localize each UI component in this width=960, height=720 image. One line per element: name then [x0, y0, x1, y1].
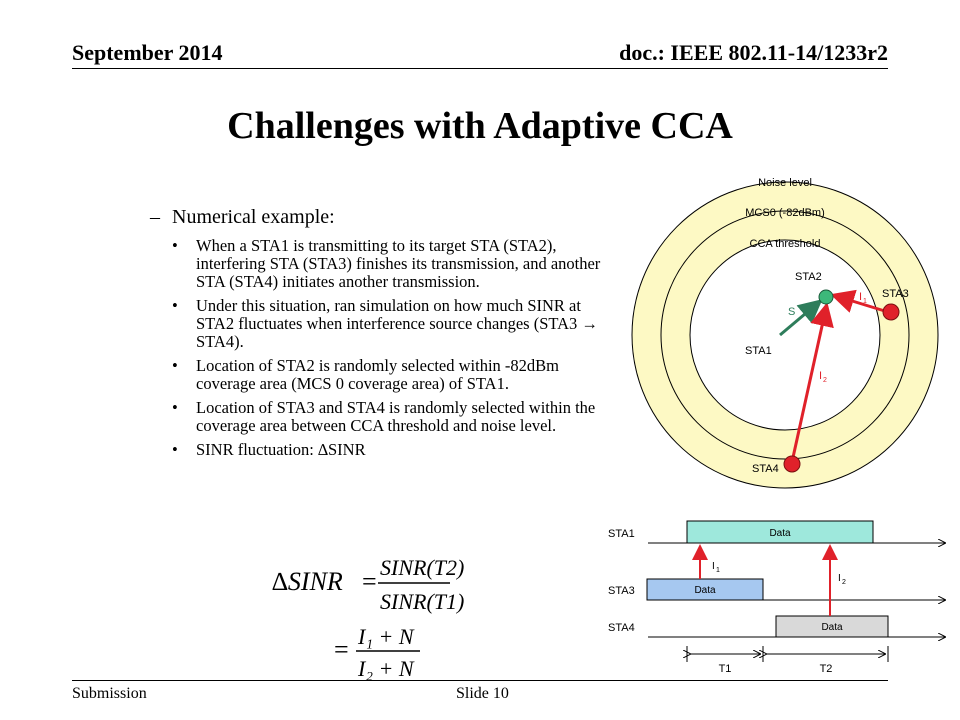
footer-submission: Submission: [72, 685, 147, 702]
i2-label: I: [819, 370, 822, 382]
header-doc-id: doc.: IEEE 802.11-14/1233r2: [619, 40, 888, 65]
interference-arrow-i2: [790, 302, 834, 463]
bullet-item: •When a STA1 is transmitting to its targ…: [172, 236, 601, 291]
sta1-data-block: [686, 520, 874, 544]
i2-subscript: 2: [842, 579, 846, 586]
sta3-data-block: [646, 578, 764, 601]
sta3-label: STA3: [882, 288, 909, 300]
sta2-node: [818, 289, 834, 305]
i1-subscript: 1: [863, 298, 867, 305]
i1-label: I: [712, 561, 715, 572]
equation-lhs: ∆SINR: [272, 567, 343, 596]
sub-bullet-label: Numerical example:: [172, 206, 335, 228]
noise-level-label: Noise level: [758, 177, 812, 189]
i2-label: I: [838, 573, 841, 584]
slide-number: Slide 10: [456, 685, 509, 702]
equation-equals: =: [334, 635, 349, 664]
footer-rule: [72, 680, 888, 681]
sta4-data-block: [775, 615, 889, 638]
equation-equals: =: [362, 567, 377, 596]
interference-arrow-i1: [830, 289, 889, 314]
equation-numerator-1: SINR(T2): [380, 555, 464, 580]
i1-subscript: 1: [716, 567, 720, 574]
t1-label: T1: [719, 663, 732, 675]
timing-diagram: STA1 STA3 STA4 Data Data Data I 1 I 2 T1…: [608, 520, 955, 675]
equation-numerator-2: I₁ + N: [357, 624, 415, 649]
sub-bullet: –Numerical example:: [150, 206, 620, 229]
signal-label: S: [788, 306, 795, 318]
i2-subscript: 2: [823, 377, 827, 384]
sta4-label: STA4: [752, 463, 779, 475]
header-rule: [72, 68, 888, 69]
sta2-label: STA2: [795, 271, 822, 283]
coverage-ring-diagram: Noise level MCS0 (-82dBm) CCA threshold …: [631, 177, 939, 489]
bullet-item: •SINR fluctuation: ∆SINR: [172, 440, 366, 459]
bullet-item: •Location of STA2 is randomly selected w…: [172, 356, 559, 393]
data-block-label: Data: [694, 585, 716, 596]
equation-denominator-2: I₂ + N: [357, 656, 415, 681]
sub-bullet-marker: –: [150, 206, 160, 228]
sta4-node: [783, 455, 801, 473]
data-block-label: Data: [821, 622, 843, 633]
header-date: September 2014: [72, 40, 223, 65]
timeline-row-label: STA4: [608, 622, 635, 634]
bullet-item: •Location of STA3 and STA4 is randomly s…: [172, 398, 596, 435]
equation-denominator-1: SINR(T1): [380, 589, 464, 614]
bullet-item: •Under this situation, ran simulation on…: [172, 296, 598, 351]
sinr-equation: ∆SINR = SINR(T2) SINR(T1) = I₁ + N I₂ + …: [272, 555, 464, 681]
data-block-label: Data: [769, 528, 791, 539]
cca-threshold-label: CCA threshold: [750, 238, 821, 250]
sta3-node: [882, 303, 900, 321]
body-text: –Numerical example: •When a STA1 is tran…: [150, 206, 620, 465]
cca-threshold-ring: [689, 239, 881, 431]
slide-title: Challenges with Adaptive CCA: [227, 105, 733, 147]
sta1-label: STA1: [745, 345, 772, 357]
t2-label: T2: [820, 663, 833, 675]
i1-label: I: [859, 291, 862, 303]
timeline-row-label: STA3: [608, 585, 635, 597]
timeline-row-label: STA1: [608, 528, 635, 540]
bullet-list: •When a STA1 is transmitting to its targ…: [150, 237, 620, 459]
mcs0-label: MCS0 (-82dBm): [745, 207, 824, 219]
